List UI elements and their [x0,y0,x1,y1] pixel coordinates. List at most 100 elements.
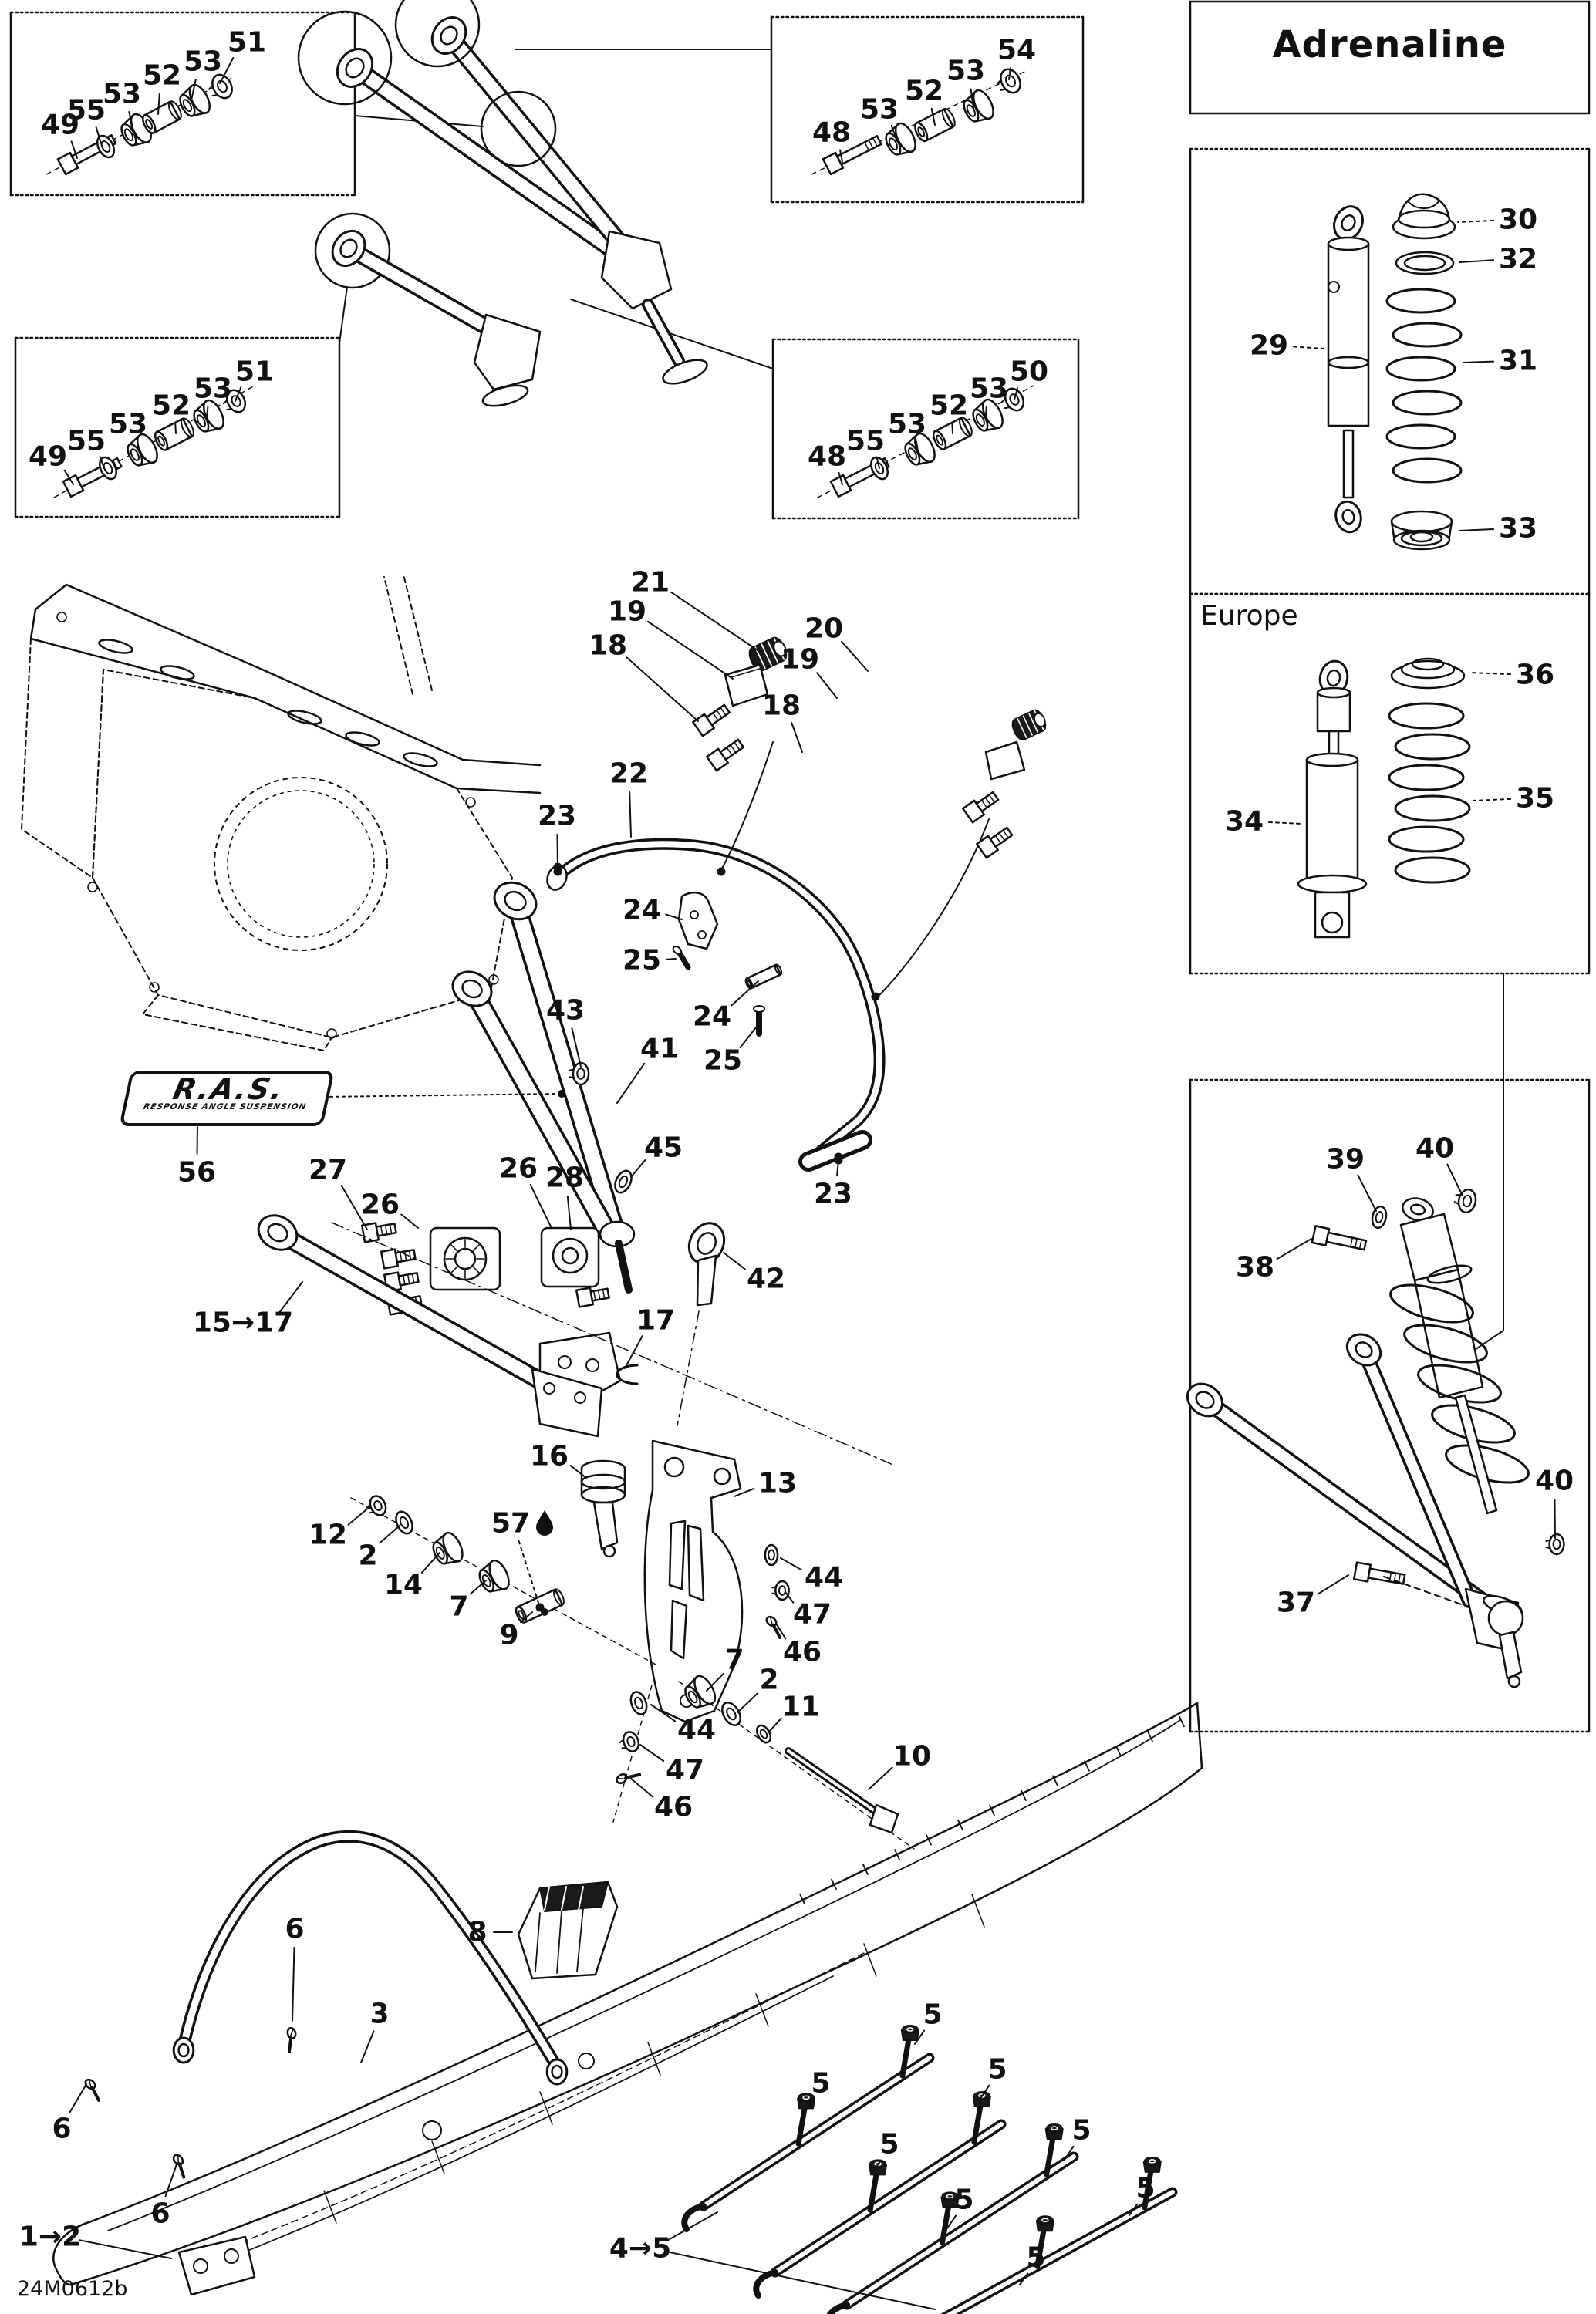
part-number-53: 53 [194,373,232,405]
callout-53: 53 [946,56,985,109]
line-art-shape [52,2220,93,2286]
line-art-shape [1397,193,1451,222]
line-art-shape [1000,68,1021,94]
part-number-9: 9 [499,1620,518,1651]
line-art-shape [95,126,103,149]
line-art-shape [177,2155,180,2164]
line-art-shape [63,469,74,485]
line-art-shape [558,1355,572,1369]
line-art-shape [569,1076,574,1079]
part-number-44: 44 [677,1715,716,1746]
callout-12: 12 [309,1506,371,1551]
part-number-2: 2 [358,1540,377,1572]
eye-ring-icon [172,2036,195,2064]
line-art-shape [473,313,542,391]
line-art-shape [1005,74,1016,88]
model-title: Adrenaline [1272,23,1507,66]
line-art-shape [690,910,699,919]
line-art-shape [326,1028,337,1039]
part-number-28: 28 [545,1162,584,1194]
line-art-shape [1548,1533,1565,1556]
line-art-shape [1196,1702,1203,1769]
line-art-shape [227,790,375,938]
drawing-code: 24M0612b [17,2277,128,2301]
line-art-shape [1041,2218,1049,2223]
callout-26: 26 [361,1189,419,1229]
line-art-shape [540,1226,600,1288]
line-art-shape [1354,1238,1358,1249]
callout-33: 33 [1459,513,1537,545]
line-art-shape [973,399,987,411]
callout-51: 51 [235,356,274,402]
callout-50: 50 [1010,356,1048,400]
line-art-shape [629,1691,648,1715]
line-art-shape [181,84,194,96]
line-art-shape [1487,1600,1524,1637]
line-art-shape [701,2056,932,2208]
line-art-shape [21,638,104,879]
line-art-shape [287,710,322,725]
line-art-shape [29,608,542,794]
line-art-shape [180,1833,561,2071]
line-art-shape [191,78,197,101]
line-art-shape [1022,715,1033,736]
part-number-12: 12 [309,1520,347,1551]
line-art-shape [831,1878,837,1891]
line-art-shape [615,1240,633,1294]
line-art-shape [862,1864,869,1875]
callout-53: 53 [888,409,926,452]
part-number-26: 26 [361,1189,400,1221]
line-art-shape [543,1382,555,1395]
line-art-shape [1064,2145,1075,2161]
line-art-shape [380,1225,383,1236]
line-art-shape [167,100,182,120]
line-art-shape [1469,672,1512,676]
callout-29: 29 [1250,330,1324,362]
line-art-shape [874,462,885,474]
line-art-shape [662,359,708,385]
part-number-18: 18 [589,630,627,662]
callout-47: 47 [785,1591,832,1631]
washer-44-icon [764,1543,779,1567]
line-art-shape [465,797,476,808]
line-art-shape [897,150,914,156]
line-art-shape [366,1504,371,1509]
line-art-shape [544,1886,550,1911]
line-art-shape [726,1707,737,1721]
callout-44: 44 [650,1704,716,1746]
line-art-shape [1316,691,1351,733]
line-art-shape [914,2029,926,2045]
line-art-shape [56,612,67,622]
eye-ring-icon [493,881,538,921]
line-art-shape [719,738,745,761]
line-art-shape [1316,686,1351,699]
line-art-shape [697,1702,714,1709]
line-art-shape [347,1506,371,1526]
line-art-shape [1199,1394,1499,1614]
line-art-shape [755,1993,769,2027]
line-art-shape [578,2053,595,2069]
line-art-shape [558,1090,565,1098]
line-art-shape [1002,829,1009,839]
part-number-52: 52 [143,60,181,92]
diagram-line-art [9,0,1591,2314]
line-art-shape [768,1717,782,1732]
spacer-icon [914,108,956,143]
line-art-shape [78,2239,172,2259]
line-art-shape [868,139,874,150]
line-art-shape [1341,508,1355,525]
line-art-shape [989,826,1014,848]
line-art-shape [780,1557,802,1571]
washer-11-icon [755,1724,772,1744]
bolt-38-icon [1311,1225,1368,1251]
line-art-shape [226,408,232,411]
line-art-shape [553,862,562,872]
line-art-shape [795,2105,808,2147]
part-number-47: 47 [793,1599,832,1631]
line-art-shape [1149,2159,1156,2164]
line-art-shape [1326,669,1341,687]
line-art-shape [639,1744,665,1762]
line-art-shape [481,384,529,407]
line-art-shape [1014,387,1019,400]
